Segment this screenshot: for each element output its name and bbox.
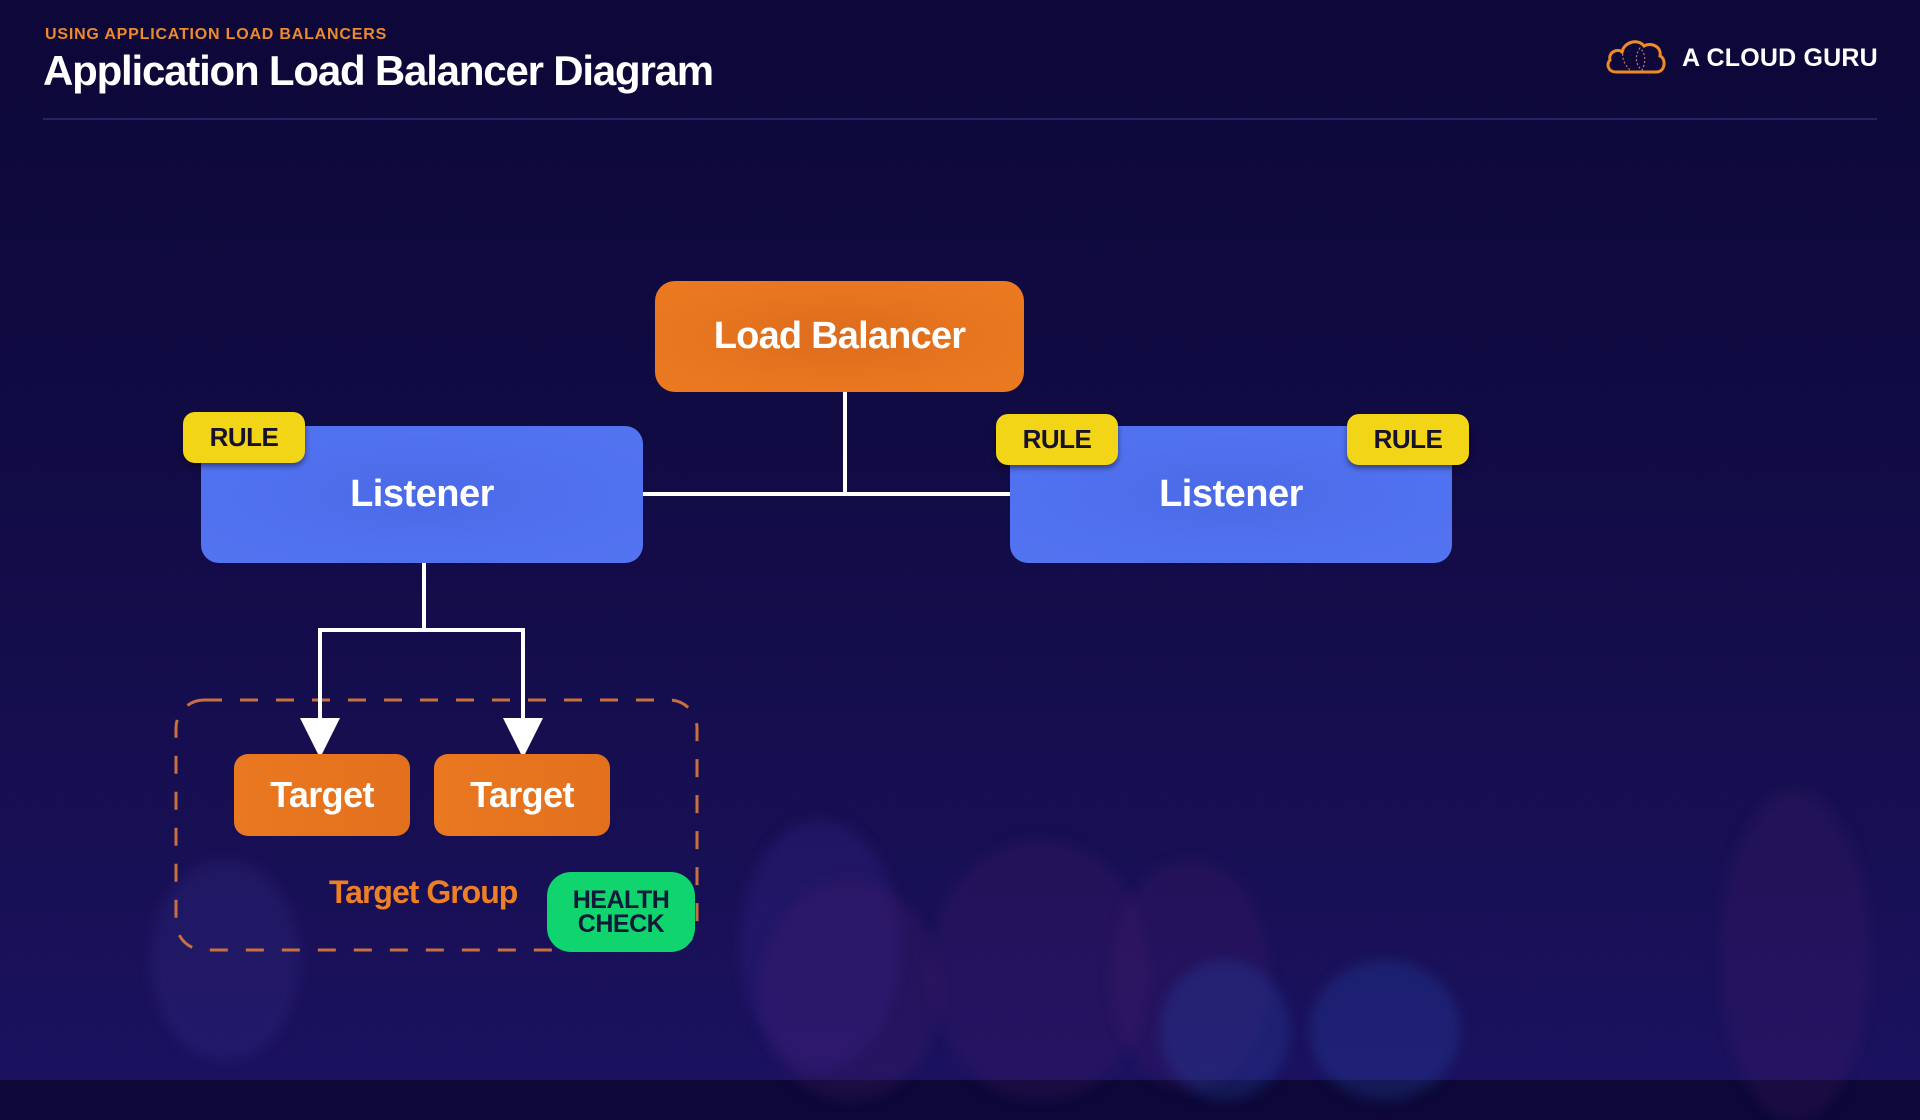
load-balancer-node: Load Balancer bbox=[655, 281, 1024, 392]
listener-label: Listener bbox=[350, 473, 494, 515]
target-node-2: Target bbox=[434, 754, 610, 836]
target-label: Target bbox=[470, 774, 574, 815]
target-label: Target bbox=[270, 774, 374, 815]
brand-logo: A CLOUD GURU bbox=[1604, 38, 1878, 78]
health-check-badge: HEALTH CHECK bbox=[547, 872, 695, 952]
target-group-boundary bbox=[174, 698, 699, 952]
rule-badge: RULE bbox=[996, 414, 1118, 465]
page-title: Application Load Balancer Diagram bbox=[43, 47, 714, 94]
health-check-line2: CHECK bbox=[577, 910, 665, 938]
target-node-1: Target bbox=[234, 754, 410, 836]
load-balancer-label: Load Balancer bbox=[713, 315, 966, 357]
cloud-logo-icon bbox=[1604, 36, 1668, 81]
brand-name: A CLOUD GURU bbox=[1682, 43, 1878, 72]
health-check-line1: HEALTH bbox=[572, 886, 670, 914]
listener-label: Listener bbox=[1159, 473, 1303, 515]
connector-layer bbox=[174, 698, 699, 952]
target-group-label: Target Group bbox=[329, 874, 518, 910]
rule-badge: RULE bbox=[1347, 414, 1469, 465]
header-divider bbox=[43, 118, 1877, 120]
section-eyebrow: USING APPLICATION LOAD BALANCERS bbox=[45, 26, 388, 43]
rule-badge: RULE bbox=[183, 412, 305, 463]
